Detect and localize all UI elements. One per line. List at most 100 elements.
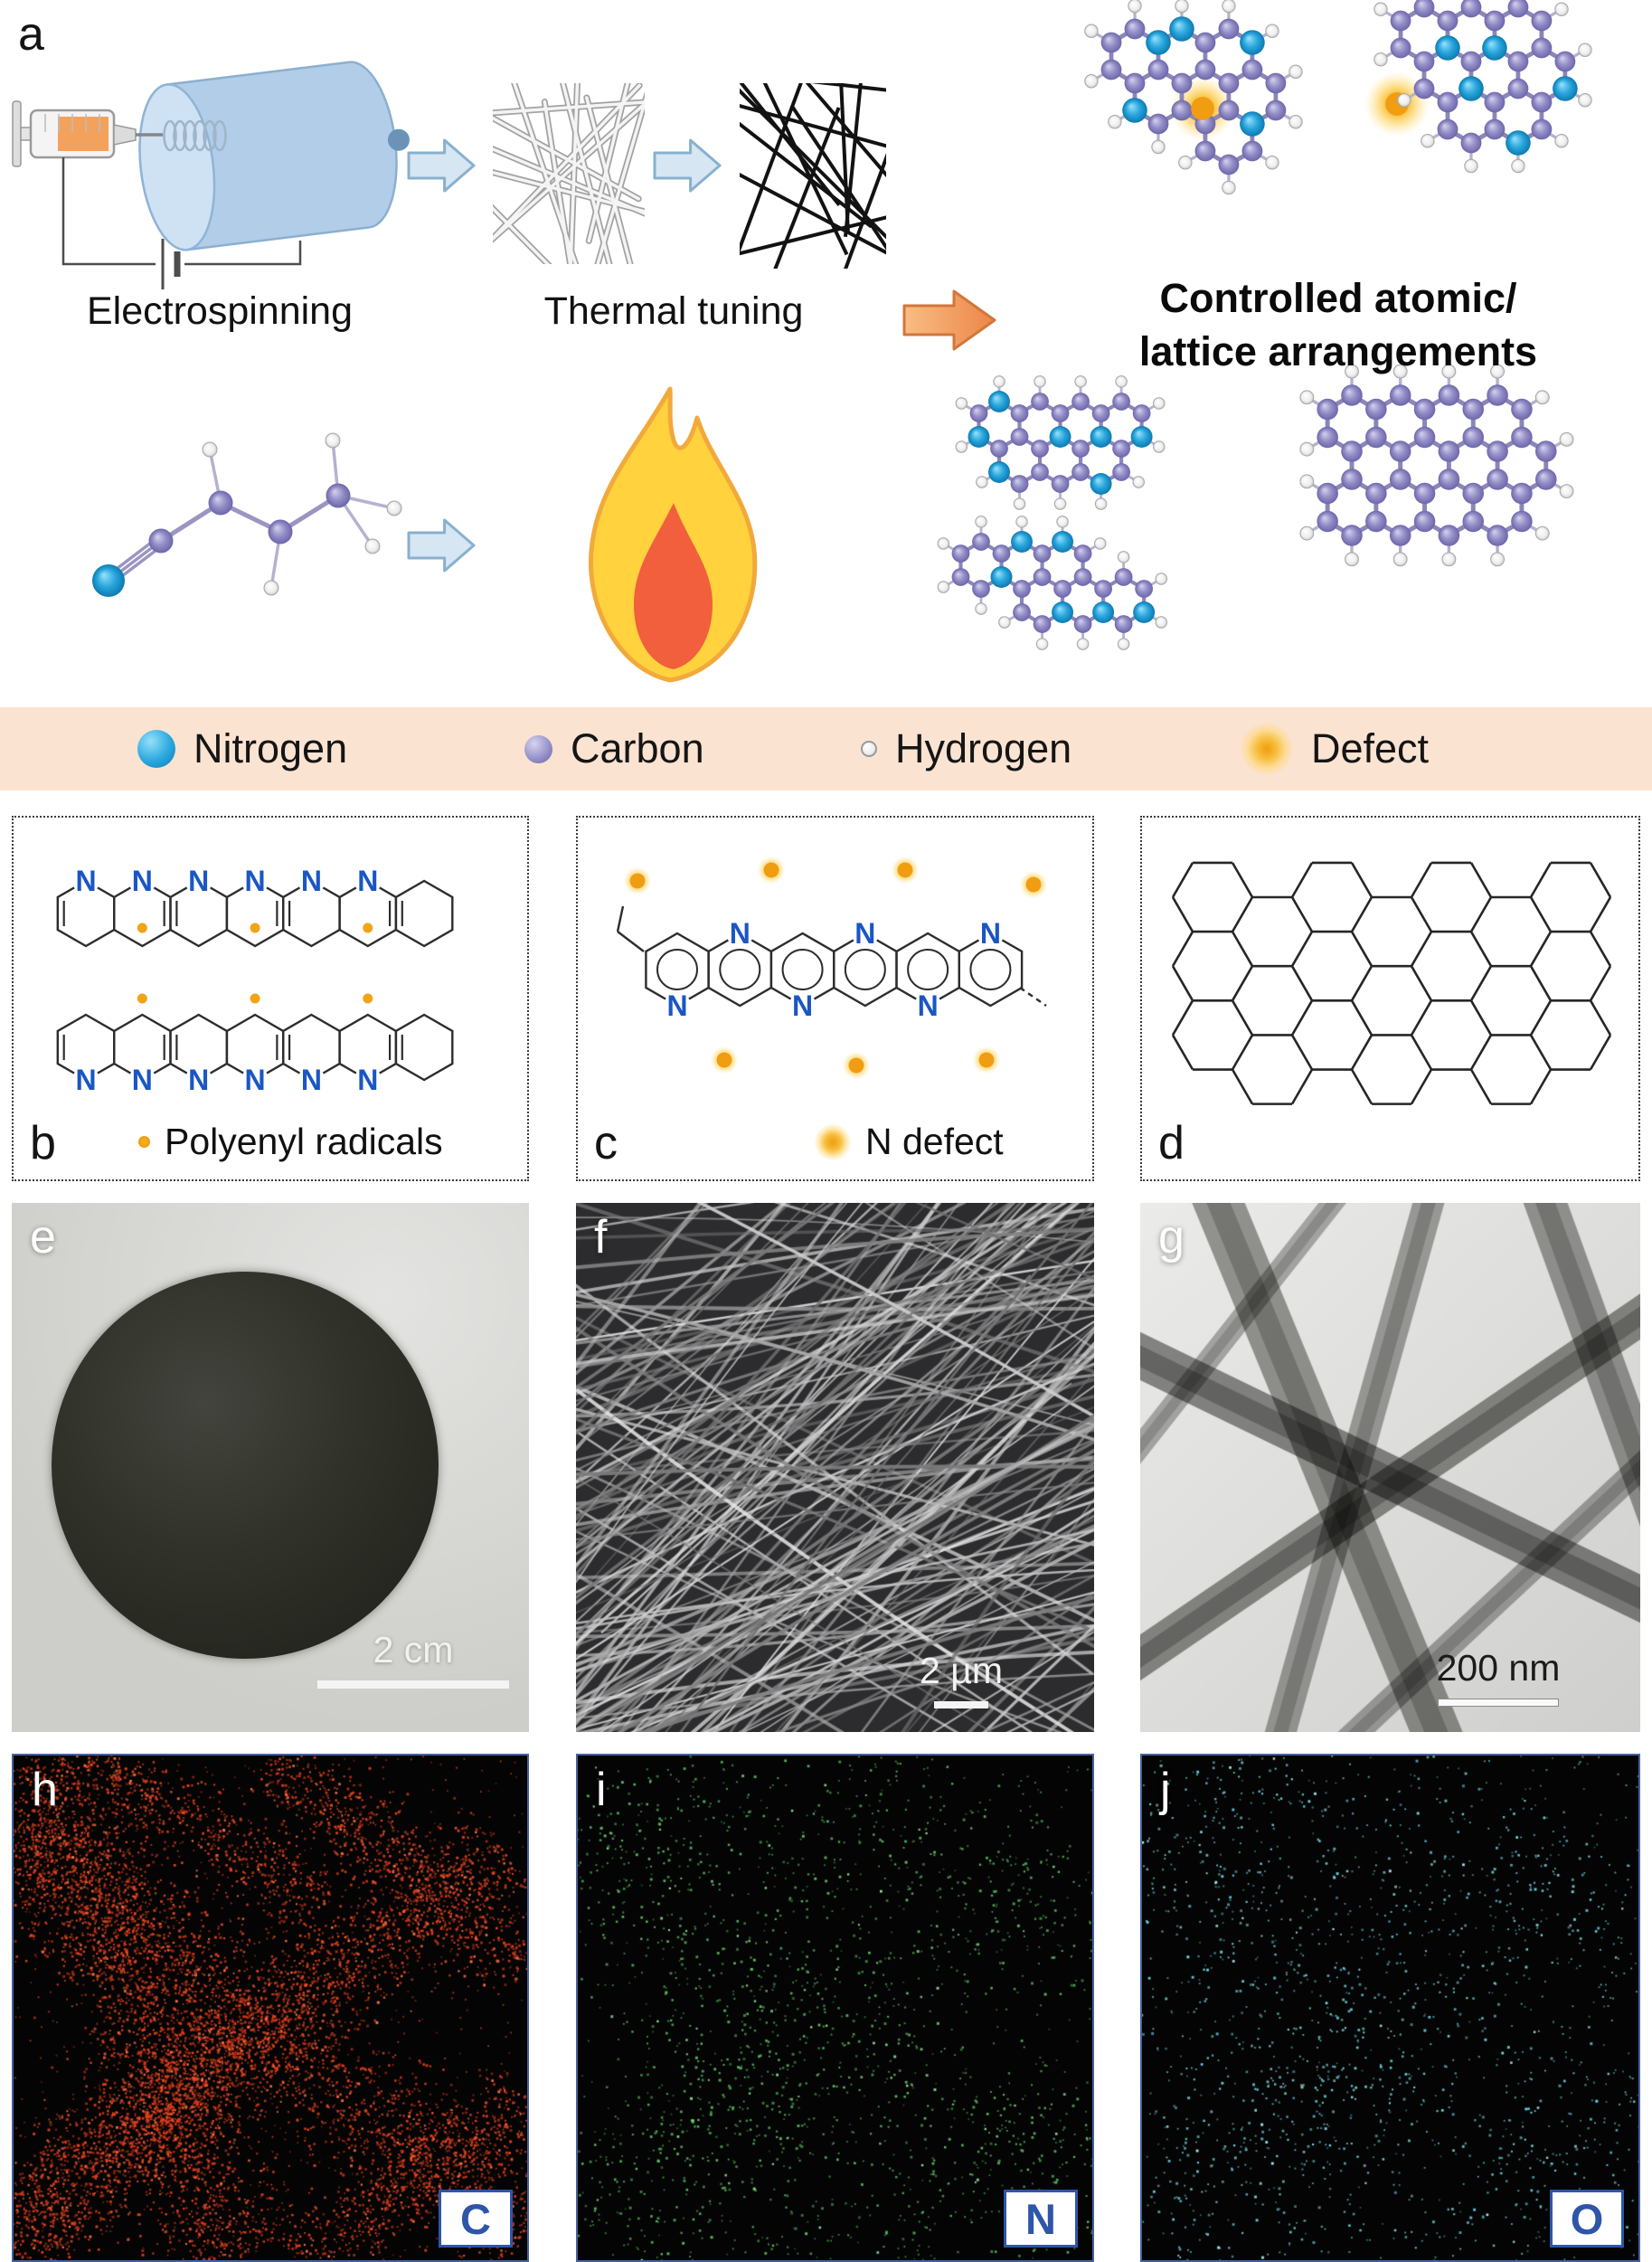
svg-text:N: N xyxy=(301,865,322,897)
stacked-layer-lower-molecule xyxy=(937,516,1168,650)
legend-bar: Nitrogen Carbon Hydrogen Defect xyxy=(0,707,1652,790)
svg-text:N: N xyxy=(132,1064,153,1096)
carbon-nanofiber-mat-icon xyxy=(740,83,886,269)
stacked-layer-upper-molecule xyxy=(955,375,1166,510)
process-arrow-icon xyxy=(902,289,996,351)
element-label-box-n: N xyxy=(1004,2190,1078,2248)
scale-bar-e: 2 cm xyxy=(317,1629,509,1689)
panel-label-b: b xyxy=(30,1117,56,1169)
eds-oxygen-canvas xyxy=(1142,1756,1638,2260)
svg-text:N: N xyxy=(792,989,813,1022)
polyenyl-structure-graphic: N N N N N N N N N N N N xyxy=(56,865,454,1096)
carbon-atom-icon xyxy=(524,734,552,763)
svg-text:N: N xyxy=(918,989,939,1022)
result-title: Controlled atomic/ lattice arrangements xyxy=(1026,271,1650,379)
n-defect-glow-icon xyxy=(815,1123,851,1160)
result-title-line2: lattice arrangements xyxy=(1138,328,1538,375)
panel-d-graphitic-lattice: d xyxy=(1140,816,1640,1181)
panel-label-i: i xyxy=(596,1764,607,1816)
n-defect-structure-graphic: N N N N N N xyxy=(616,852,1052,1084)
panel-label-c: c xyxy=(594,1117,618,1169)
scale-text-g: 200 nm xyxy=(1436,1647,1561,1689)
svg-text:N: N xyxy=(854,917,875,950)
arrow-icon xyxy=(407,518,476,573)
legend-item-carbon: Carbon xyxy=(524,707,704,790)
graphitic-carbon-molecule xyxy=(1299,364,1574,567)
legend-label-hydrogen: Hydrogen xyxy=(895,725,1072,771)
svg-text:N: N xyxy=(666,989,687,1022)
panel-i-eds-map-nitrogen: i N xyxy=(576,1754,1094,2262)
syringe-icon xyxy=(12,100,163,167)
scale-bar-g: 200 nm xyxy=(1403,1647,1593,1707)
legend-label-carbon: Carbon xyxy=(571,725,704,771)
nitrogen-atom-icon xyxy=(137,730,175,768)
panel-a-schematic: a Electrospinning Thermal tuning Control… xyxy=(0,0,1652,707)
element-letter-o: O xyxy=(1570,2194,1604,2243)
svg-text:N: N xyxy=(301,1064,322,1096)
hydrogen-atom-icon xyxy=(861,741,877,757)
collector-drum xyxy=(138,61,410,251)
flame-icon xyxy=(589,386,758,683)
arrow-icon xyxy=(407,138,476,193)
legend-item-hydrogen: Hydrogen xyxy=(861,707,1071,790)
scale-text-f: 2 µm xyxy=(920,1650,1003,1691)
n-doped-lattice-molecule xyxy=(1374,0,1592,174)
legend-item-defect: Defect xyxy=(1241,707,1429,790)
legend-label-defect: Defect xyxy=(1311,725,1430,771)
n-doped-defective-lattice-molecule xyxy=(1084,0,1439,195)
panel-label-g: g xyxy=(1158,1211,1185,1264)
schematic-graphic xyxy=(12,0,1592,683)
panel-h-eds-map-carbon: h C xyxy=(12,1754,529,2262)
pan-monomer-molecule xyxy=(92,432,402,597)
panel-label-f: f xyxy=(594,1211,608,1264)
panel-c-caption-text: N defect xyxy=(865,1121,1004,1162)
svg-text:N: N xyxy=(245,1064,266,1096)
radical-dot-icon xyxy=(138,1136,150,1148)
voltage-circuit-icon xyxy=(61,157,302,289)
panel-e-photograph: e 2 cm xyxy=(12,1203,529,1732)
result-title-line1: Controlled atomic/ xyxy=(1159,275,1517,321)
tem-micrograph-canvas xyxy=(1140,1203,1640,1732)
element-label-box-c: C xyxy=(439,2190,513,2248)
element-letter-n: N xyxy=(1025,2194,1056,2243)
sem-micrograph-canvas xyxy=(576,1203,1094,1732)
panel-label-h: h xyxy=(32,1764,58,1816)
scale-text-e: 2 cm xyxy=(373,1629,454,1670)
panel-label-e: e xyxy=(30,1211,56,1264)
electrospinning-apparatus xyxy=(12,61,410,289)
element-label-box-o: O xyxy=(1550,2190,1624,2248)
graphitic-lattice-graphic xyxy=(1171,861,1612,1105)
panel-label-j: j xyxy=(1160,1764,1171,1816)
svg-text:N: N xyxy=(980,917,1001,950)
fused-ring-chain: N N N N N N xyxy=(619,852,1052,1084)
scale-bar-line-e xyxy=(317,1680,509,1689)
panel-j-eds-map-oxygen: j O xyxy=(1140,1754,1640,2262)
electrospinning-label: Electrospinning xyxy=(86,289,353,333)
svg-text:N: N xyxy=(188,865,209,897)
defect-glow-icon xyxy=(1241,723,1293,775)
thermal-tuning-label: Thermal tuning xyxy=(543,289,804,333)
panel-label-a: a xyxy=(18,8,44,61)
panel-b-caption-text: Polyenyl radicals xyxy=(165,1121,443,1162)
eds-nitrogen-canvas xyxy=(578,1756,1092,2260)
svg-text:N: N xyxy=(730,917,750,950)
svg-text:N: N xyxy=(75,1064,96,1096)
panel-c-caption: N defect xyxy=(815,1121,1004,1163)
svg-text:N: N xyxy=(357,1064,378,1096)
eds-carbon-canvas xyxy=(14,1756,527,2260)
panel-c-n-defect: N N N N N N c N defect xyxy=(576,816,1094,1181)
svg-text:N: N xyxy=(357,865,378,897)
element-letter-c: C xyxy=(460,2194,491,2243)
scale-bar-line-f xyxy=(934,1701,988,1708)
scale-bar-f: 2 µm xyxy=(884,1650,1038,1708)
legend-item-nitrogen: Nitrogen xyxy=(137,707,347,790)
panel-b-polyenyl-radicals: N N N N N N N N N N N N b Polyenyl radicals xyxy=(12,816,529,1181)
svg-text:N: N xyxy=(132,865,153,897)
panel-g-tem-image: g 200 nm xyxy=(1140,1203,1640,1732)
svg-text:N: N xyxy=(75,865,96,897)
svg-text:N: N xyxy=(188,1064,209,1096)
svg-text:N: N xyxy=(245,865,266,897)
carbon-nanofiber-film-disc xyxy=(52,1272,439,1659)
